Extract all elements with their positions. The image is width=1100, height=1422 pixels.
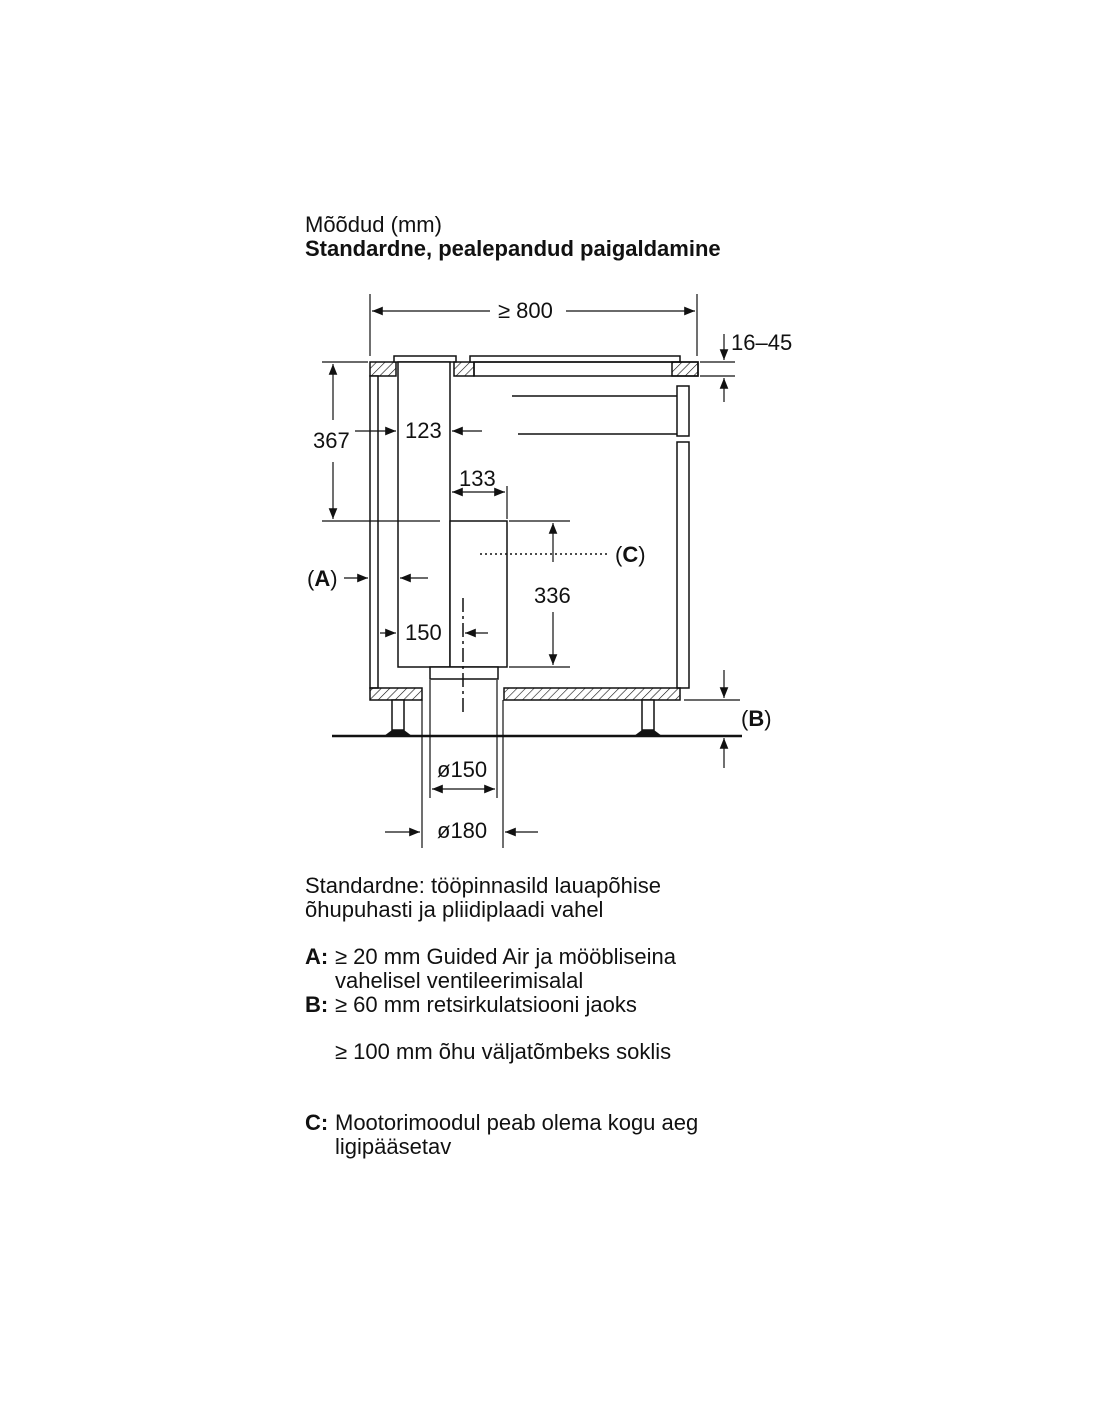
motor-module: [449, 520, 508, 668]
note-b-key: B:: [305, 992, 329, 1017]
callout-b: (B): [741, 706, 772, 731]
note-a: A:≥ 20 mm Guided Air ja mööbliseina vahe…: [305, 945, 676, 993]
dim-dia150-label: ø150: [437, 757, 488, 782]
callout-c: (C): [615, 542, 646, 567]
hob: [469, 355, 681, 363]
outlet-collar: [429, 666, 499, 680]
callout-a: (A): [307, 566, 338, 591]
page-subtitle: Mõõdud (mm): [305, 212, 442, 237]
note-a-line-1: ≥ 20 mm Guided Air ja mööbliseina: [335, 944, 677, 969]
leg-right: [641, 699, 655, 731]
note-b-extra: ≥ 100 mm õhu väljatõmbeks soklis: [305, 1040, 671, 1064]
note-b-line-1: ≥ 60 mm retsirkulatsiooni jaoks: [335, 992, 637, 1017]
drawer-front-top: [676, 385, 690, 437]
countertop-left: [369, 361, 397, 377]
note-c-line-1: Mootorimoodul peab olema kogu aeg: [335, 1110, 699, 1135]
intro-line-1: Standardne: tööpinnasild lauapõhise: [305, 873, 661, 898]
cabinet-side-wall: [369, 375, 379, 689]
purifier-column: [397, 361, 451, 668]
intro-note: Standardne: tööpinnasild lauapõhise õhup…: [305, 874, 661, 922]
note-a-key: A:: [305, 944, 329, 969]
dim-123-label: 123: [405, 418, 442, 443]
countertop-right: [473, 361, 699, 377]
intro-line-2: õhupuhasti ja pliidiplaadi vahel: [305, 897, 604, 922]
note-a-line-2: vahelisel ventileerimisalal: [335, 968, 584, 993]
cabinet-bottom-right: [503, 687, 681, 701]
dim-width-label: ≥ 800: [498, 298, 553, 323]
dim-dia180-label: ø180: [437, 818, 488, 843]
dim-133-label: 133: [459, 466, 496, 491]
drawer-front-bottom: [676, 441, 690, 689]
leg-left: [391, 699, 405, 731]
note-c-line-2: ligipääsetav: [335, 1134, 452, 1159]
note-b: B:≥ 60 mm retsirkulatsiooni jaoks: [305, 993, 637, 1017]
purifier-top-plate: [393, 355, 457, 363]
note-b-line-2: ≥ 100 mm õhu väljatõmbeks soklis: [335, 1039, 672, 1064]
dim-336-label: 336: [534, 583, 571, 608]
dim-150-label: 150: [405, 620, 442, 645]
dim-thickness-label: 16–45: [731, 330, 793, 355]
countertop-bridge: [453, 361, 475, 377]
page-title: Standardne, pealepandud paigaldamine: [305, 236, 721, 261]
cabinet-bottom-left: [369, 687, 423, 701]
dim-367-label: 367: [313, 428, 350, 453]
note-c-key: C:: [305, 1110, 329, 1135]
note-c: C:Mootorimoodul peab olema kogu aeg ligi…: [305, 1111, 698, 1159]
